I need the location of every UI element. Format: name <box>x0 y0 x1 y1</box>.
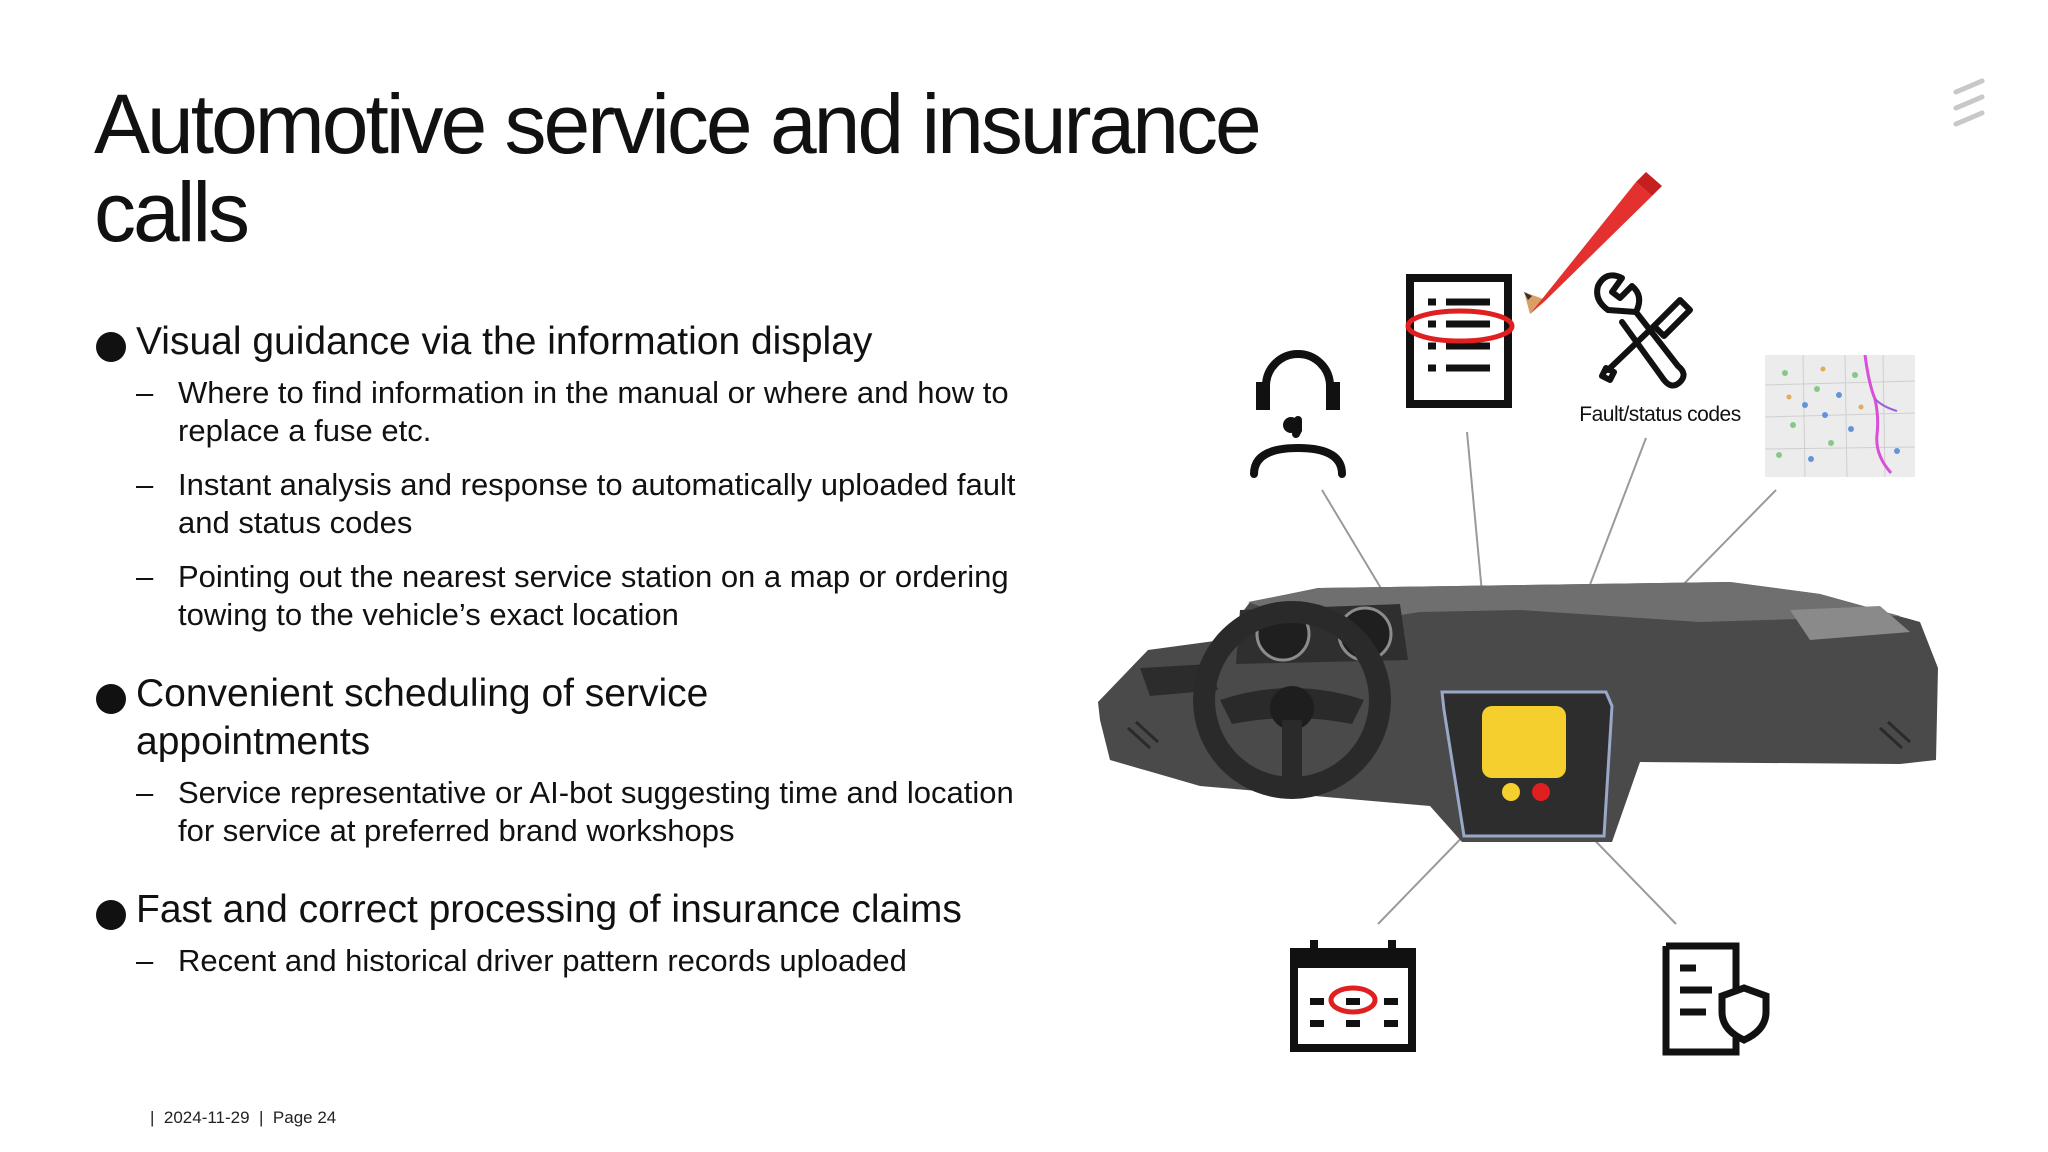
fault-status-codes-label: Fault/status codes <box>1579 403 1741 426</box>
footer-separator: | <box>150 1108 155 1127</box>
bullet-section-3: Fast and correct processing of insurance… <box>96 886 1016 980</box>
car-dashboard <box>1098 582 1938 842</box>
footer-page-number: Page 24 <box>272 1108 337 1127</box>
bullet-text: Convenient scheduling of service appoint… <box>136 672 709 763</box>
slide-footer: | 2024-11-29 | Page 24 <box>150 1108 336 1128</box>
title-line-2: calls <box>94 165 250 259</box>
insurance-document-shield-icon <box>1662 942 1770 1056</box>
headset-agent-icon <box>1250 350 1346 478</box>
bullet-text: Visual guidance via the information disp… <box>136 320 873 363</box>
bullet-insurance: Fast and correct processing of insurance… <box>96 886 1016 934</box>
sub-bullet: –Pointing out the nearest service statio… <box>136 559 1009 632</box>
manual-checklist-icon <box>1405 274 1515 408</box>
company-logo <box>1953 78 1985 127</box>
footer-separator: | <box>259 1108 264 1127</box>
calendar-icon <box>1290 940 1416 1052</box>
wrench-screwdriver-icon <box>1594 272 1693 389</box>
bullet-scheduling: Convenient scheduling of service appoint… <box>96 670 856 766</box>
sub-bullet-list: –Where to find information in the manual… <box>96 374 1016 634</box>
sub-bullet-list: –Recent and historical driver pattern re… <box>96 942 1016 980</box>
pencil-icon <box>1524 172 1662 314</box>
sub-bullet: –Recent and historical driver pattern re… <box>136 943 907 978</box>
sub-bullet: –Where to find information in the manual… <box>136 375 1009 448</box>
footer-date: 2024-11-29 <box>163 1108 250 1127</box>
sub-bullet-text: Instant analysis and response to automat… <box>178 467 1016 540</box>
slide-title: Automotive service and insurance calls <box>94 80 1414 256</box>
bullet-dot <box>96 332 126 362</box>
sub-bullet-text: Where to find information in the manual … <box>178 375 1009 448</box>
bullet-section-2: Convenient scheduling of service appoint… <box>96 670 1016 850</box>
bullet-dot <box>96 684 126 714</box>
sub-bullet: –Instant analysis and response to automa… <box>136 467 1016 540</box>
sub-bullet-text: Service representative or AI-bot suggest… <box>178 775 1014 848</box>
sub-bullet-list: –Service representative or AI-bot sugges… <box>96 774 1016 850</box>
title-line-1: Automotive service and insurance <box>94 77 1262 171</box>
bullet-dot <box>96 900 126 930</box>
bullet-section-1: Visual guidance via the information disp… <box>96 318 1016 634</box>
sub-bullet-text: Pointing out the nearest service station… <box>178 559 1009 632</box>
bullet-visual-guidance: Visual guidance via the information disp… <box>96 318 1016 366</box>
bullet-text: Fast and correct processing of insurance… <box>136 888 962 931</box>
sub-bullet-text: Recent and historical driver pattern rec… <box>178 943 907 978</box>
map-thumbnail <box>1765 355 1915 477</box>
sub-bullet: –Service representative or AI-bot sugges… <box>136 775 1014 848</box>
bullet-list: Visual guidance via the information disp… <box>96 318 1016 1016</box>
